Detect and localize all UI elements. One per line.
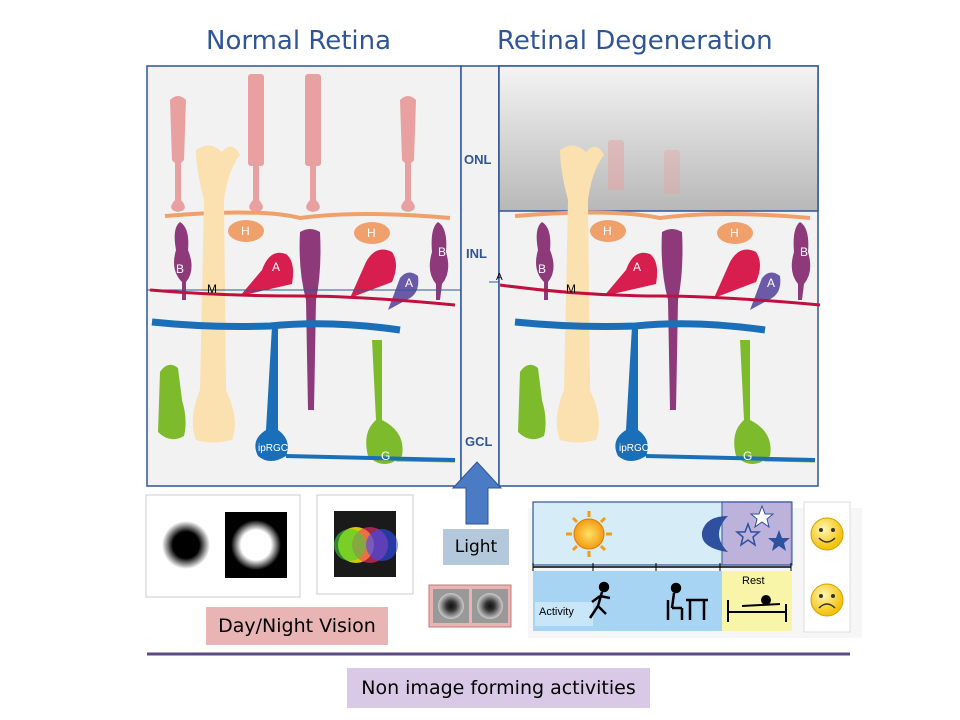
- ganglion-cell: [518, 364, 546, 440]
- bipolar-cell: [791, 222, 811, 300]
- amacrine-cell: [604, 252, 658, 296]
- non-image-forming-label: Non image forming activities: [347, 668, 650, 708]
- label-h-right-1: H: [603, 224, 612, 238]
- degenerated-rod: [608, 140, 624, 190]
- label-a-left-2: A: [405, 276, 414, 290]
- bipolar-cell: [429, 222, 449, 300]
- label-b-right-1: B: [538, 262, 547, 276]
- star-icon: [768, 530, 790, 551]
- amacrine-cell: [240, 252, 294, 296]
- activity-timeline: [528, 501, 862, 638]
- iprgc-dendrites: [151, 318, 401, 334]
- photoreceptor-rod: [248, 74, 264, 212]
- photoreceptor-cone: [400, 96, 416, 212]
- horizontal-cell: [228, 220, 264, 242]
- amacrine-cell: [714, 249, 760, 298]
- ganglion-cell: [366, 340, 403, 464]
- title-retinal-degeneration: Retinal Degeneration: [497, 26, 773, 56]
- ipl-processes: [149, 288, 456, 307]
- label-gcl: GCL: [465, 434, 493, 449]
- label-inl: INL: [466, 246, 487, 261]
- star-icon: [749, 504, 775, 529]
- happy-face-icon: [810, 517, 844, 551]
- degenerated-retina-panel: [489, 65, 821, 487]
- light-arrow: [451, 461, 503, 525]
- iprgc-dendrites: [514, 318, 766, 334]
- bipolar-cell: [661, 229, 683, 410]
- label-h-left-2: H: [367, 226, 376, 240]
- label-b-left-2: B: [438, 245, 447, 259]
- star-icon: [734, 521, 762, 547]
- label-b-left-1: B: [176, 262, 185, 276]
- sad-face-icon: [810, 583, 844, 617]
- normal-retina-panel: [146, 65, 500, 487]
- iprgc-axon: [645, 454, 816, 462]
- label-iprgc-left: ipRGC: [258, 443, 289, 454]
- sun-icon: [566, 511, 612, 557]
- label-g-left: G: [381, 449, 391, 463]
- label-h-left-1: H: [241, 224, 250, 238]
- horizontal-cell: [354, 222, 390, 244]
- running-person-icon: [588, 581, 611, 619]
- ganglion-cell: [734, 340, 771, 464]
- moon-icon: [701, 516, 728, 552]
- amacrine-cell: [350, 249, 396, 298]
- light-label: Light: [442, 528, 510, 566]
- rest-label: Rest: [742, 575, 765, 587]
- horizontal-cell: [717, 222, 753, 244]
- iprgc-cell: [615, 326, 648, 461]
- label-onl: ONL: [464, 152, 492, 167]
- label-a-edge: A: [496, 272, 503, 283]
- degenerated-rod: [664, 150, 680, 194]
- label-m-left: M: [207, 282, 217, 296]
- eye-images: [428, 584, 512, 628]
- label-a-right-1: A: [633, 260, 642, 274]
- photoreceptor-cone: [170, 96, 186, 212]
- title-normal-retina: Normal Retina: [206, 26, 392, 56]
- iprgc-axon: [285, 454, 456, 462]
- label-g-right: G: [743, 449, 753, 463]
- label-b-right-2: B: [800, 245, 809, 259]
- label-a-left-1: A: [272, 260, 281, 274]
- horizontal-cell: [590, 220, 626, 242]
- photoreceptor-rod: [305, 74, 321, 212]
- ipl-processes: [499, 283, 821, 307]
- desk-worker-icon: [666, 582, 708, 620]
- bipolar-cell: [536, 222, 554, 300]
- iprgc-cell: [255, 326, 288, 461]
- label-h-right-2: H: [730, 226, 739, 240]
- bipolar-cell: [174, 222, 192, 300]
- day-night-images: [145, 494, 414, 598]
- ganglion-cell: [158, 364, 186, 440]
- mood-faces: [803, 501, 851, 633]
- day-night-vision-label: Day/Night Vision: [206, 607, 388, 645]
- activity-label: Activity: [539, 606, 574, 618]
- label-a-right-2: A: [767, 276, 776, 290]
- label-m-right: M: [566, 282, 576, 296]
- bed-icon: [727, 595, 787, 622]
- bipolar-cell: [299, 229, 321, 410]
- label-iprgc-right: ipRGC: [619, 443, 650, 454]
